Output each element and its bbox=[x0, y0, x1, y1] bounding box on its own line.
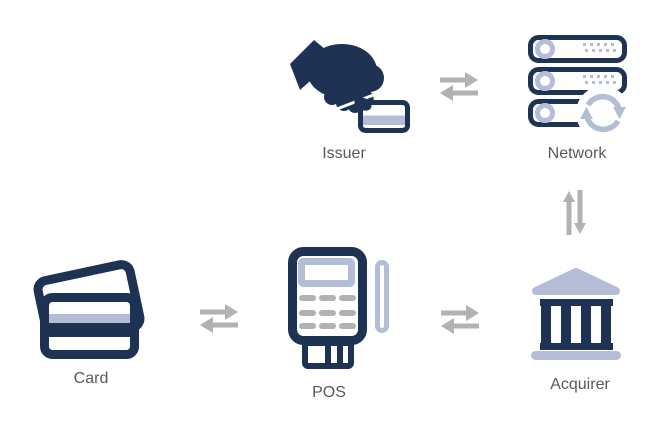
front-card bbox=[40, 293, 139, 359]
bank-pediment bbox=[532, 268, 620, 295]
server-leds bbox=[535, 39, 555, 123]
label-issuer: Issuer bbox=[322, 145, 366, 162]
terminal-stylus bbox=[375, 260, 389, 333]
server-vents bbox=[583, 43, 616, 84]
bank-base bbox=[531, 351, 621, 360]
bank-building-icon bbox=[531, 268, 621, 360]
terminal-keypad bbox=[299, 295, 356, 329]
pos-terminal-icon bbox=[288, 247, 389, 369]
arrow-card-pos bbox=[200, 304, 238, 333]
held-card bbox=[358, 100, 410, 133]
sync-icon bbox=[576, 86, 630, 140]
credit-cards-icon bbox=[33, 260, 145, 359]
card-slot bbox=[302, 340, 354, 369]
label-pos: POS bbox=[312, 384, 346, 401]
arrow-pos-acquirer bbox=[441, 305, 479, 334]
label-network: Network bbox=[547, 145, 607, 162]
hand-holding-card-icon bbox=[290, 40, 410, 133]
bank-columns bbox=[540, 299, 613, 350]
label-card: Card bbox=[73, 370, 109, 387]
terminal-screen bbox=[298, 258, 355, 287]
label-acquirer: Acquirer bbox=[550, 376, 610, 393]
server-stack-sync-icon bbox=[528, 35, 630, 140]
arrow-issuer-network bbox=[440, 72, 478, 101]
arrow-network-acquirer bbox=[563, 190, 586, 235]
